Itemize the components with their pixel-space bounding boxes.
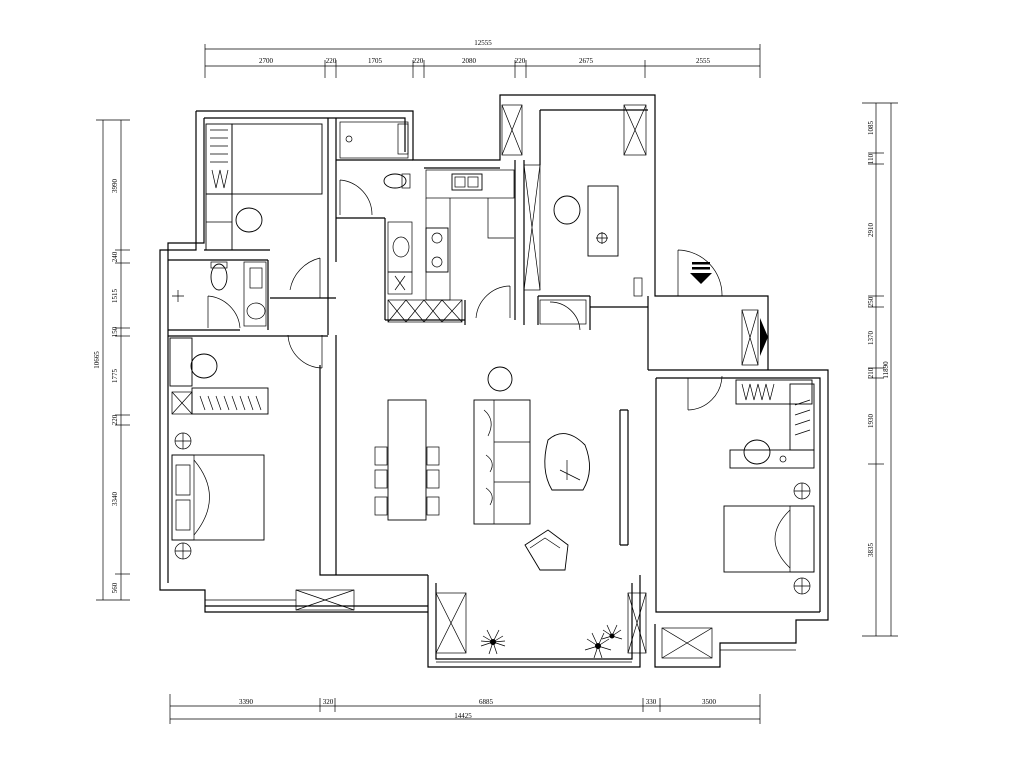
left-dimensions: 10665 3990 240 1515 150 1775 220 3340 56… [93, 119, 130, 601]
bedroom-right [723, 379, 815, 595]
dim-bottom-0: 3390 [239, 698, 254, 706]
kitchen [387, 169, 515, 323]
bedroom-top-left [205, 123, 323, 251]
dim-bottom-total: 14425 [454, 712, 472, 720]
study-room [523, 164, 643, 325]
dim-bottom-3: 330 [646, 698, 657, 706]
dim-right-6: 1930 [867, 414, 875, 429]
dim-left-3: 150 [111, 326, 119, 337]
dim-top-total: 12555 [474, 39, 492, 47]
dim-left-1: 240 [111, 251, 119, 262]
dim-top-7: 2555 [696, 57, 711, 65]
dim-right-5: 210 [867, 367, 875, 378]
top-dimensions: 12555 2700 220 1705 220 2080 220 2675 25… [204, 39, 761, 78]
dim-left-6: 3340 [111, 492, 119, 507]
bathroom-top-center [339, 121, 413, 295]
dim-left-0: 3990 [111, 179, 119, 194]
dim-bottom-2: 6885 [479, 698, 494, 706]
dim-top-1: 220 [326, 57, 337, 65]
doors [207, 179, 723, 411]
dim-right-2: 2910 [867, 223, 875, 238]
living-dining [374, 366, 590, 571]
dim-left-5: 220 [111, 414, 119, 425]
dim-top-4: 2080 [462, 57, 477, 65]
bottom-dimensions: 3390 320 6885 330 3500 14425 [169, 694, 761, 724]
dim-left-4: 1775 [111, 369, 119, 384]
dim-right-7: 3835 [867, 543, 875, 558]
dim-left-7: 560 [111, 582, 119, 593]
bathroom-left [172, 261, 267, 327]
outer-walls [159, 94, 829, 668]
dim-top-3: 220 [413, 57, 424, 65]
dim-top-5: 220 [515, 57, 526, 65]
entry-arrow-icon [690, 262, 768, 356]
plant-icon [480, 624, 623, 659]
dim-right-total: 11890 [882, 361, 890, 379]
dim-bottom-1: 320 [323, 698, 334, 706]
dim-left-2: 1515 [111, 289, 119, 304]
dim-top-2: 1705 [368, 57, 383, 65]
windows [171, 104, 796, 663]
bedroom-left [169, 337, 269, 560]
interior-walls [168, 109, 820, 613]
dim-right-1: 110 [867, 153, 875, 164]
dim-left-total: 10665 [93, 351, 101, 369]
dim-right-0: 1085 [867, 121, 875, 136]
right-dimensions: 1085 110 2910 250 1370 210 1930 3835 118… [862, 102, 898, 637]
dim-right-4: 1370 [867, 331, 875, 346]
dim-right-3: 250 [867, 296, 875, 307]
dim-bottom-4: 3500 [702, 698, 717, 706]
dim-top-6: 2675 [579, 57, 594, 65]
dim-top-0: 2700 [259, 57, 274, 65]
